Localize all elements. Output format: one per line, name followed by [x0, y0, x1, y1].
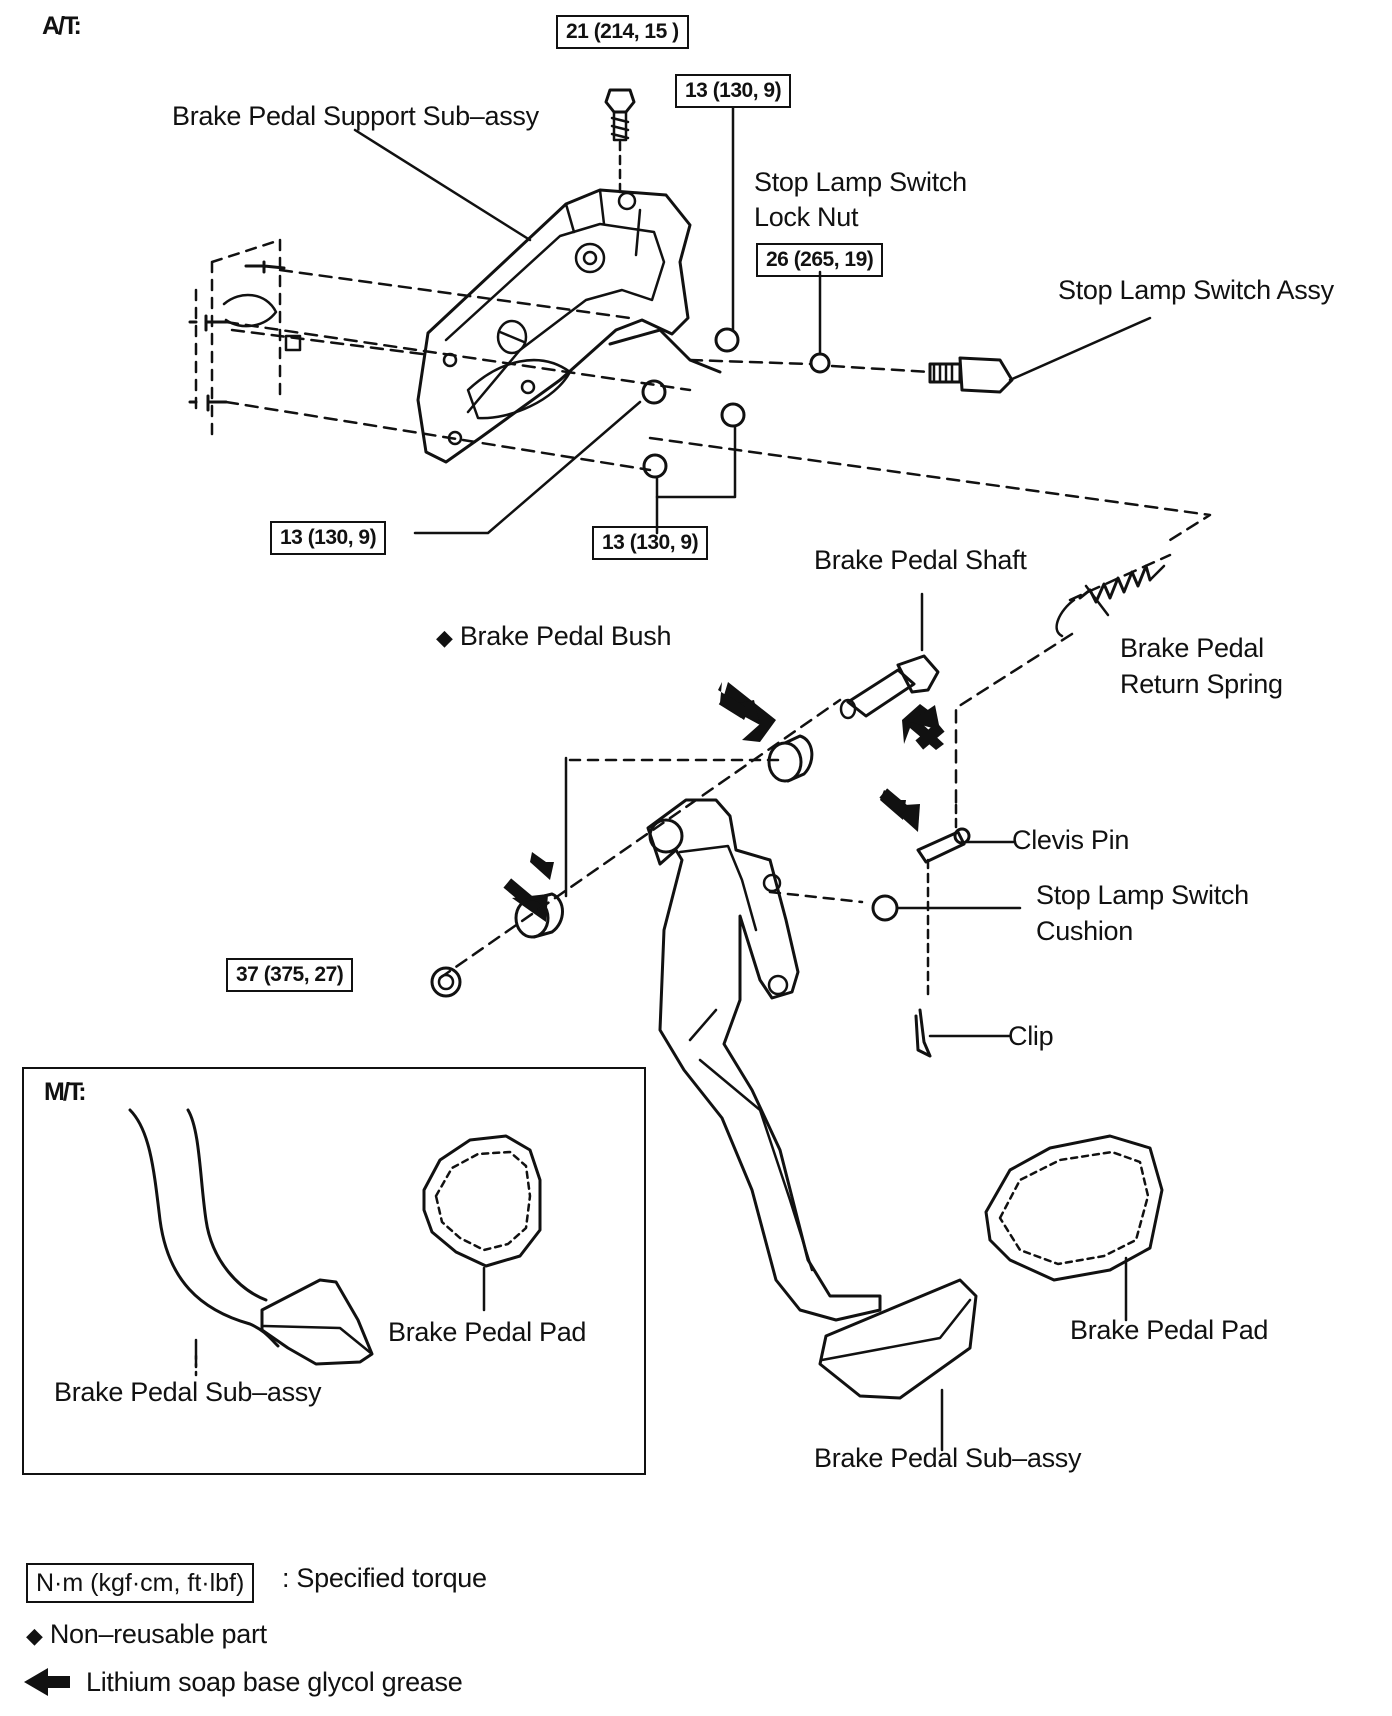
label-stop-lamp-switch-assy: Stop Lamp Switch Assy: [1058, 275, 1334, 305]
firewall-studs: [188, 238, 692, 472]
legend-grease-arrow-icon: [24, 1668, 70, 1696]
torque-box-lower-nut-left: 13 (130, 9): [270, 521, 387, 555]
mt-pad: [422, 1134, 542, 1312]
label-brake-pedal-shaft: Brake Pedal Shaft: [814, 545, 1027, 575]
mt-section-title: M/T:: [44, 1078, 87, 1106]
stop-lamp-switch: [688, 316, 1152, 394]
bushes: [430, 698, 842, 998]
at-section-title: A/T:: [42, 12, 82, 40]
upper-leaders: [413, 106, 1212, 542]
legend-grease-text: Lithium soap base glycol grease: [86, 1667, 463, 1697]
label-brake-pedal-bush: ◆ Brake Pedal Bush: [436, 618, 671, 656]
legend-diamond-icon: ◆: [26, 1623, 43, 1648]
torque-box-lower-nut-right: 13 (130, 9): [592, 526, 709, 560]
pedal-support-bracket: [416, 188, 722, 464]
top-bolt: [604, 88, 636, 194]
label-mt-pedal-sub-assy: Brake Pedal Sub–assy: [54, 1377, 322, 1407]
legend-non-reusable-text: Non–reusable part: [49, 1619, 267, 1649]
label-at-pedal-pad: Brake Pedal Pad: [1070, 1315, 1269, 1345]
label-mt-pedal-pad: Brake Pedal Pad: [388, 1317, 587, 1347]
label-brake-pedal-bush-text: Brake Pedal Bush: [459, 621, 672, 651]
brake-pedal-shaft: [839, 592, 940, 720]
torque-box-shaft-nut: 37 (375, 27): [226, 958, 354, 992]
return-spring: [954, 553, 1172, 807]
clevis-cushion-clip: [768, 803, 1022, 1058]
support-leader: [353, 128, 532, 242]
legend-torque-text: : Specified torque: [282, 1563, 487, 1593]
label-cushion-line1: Stop Lamp Switch: [1036, 880, 1249, 910]
label-pedal-support: Brake Pedal Support Sub–assy: [172, 101, 539, 131]
mt-inset-box: [22, 1067, 646, 1475]
legend-non-reusable: ◆ Non–reusable part: [26, 1616, 267, 1654]
torque-box-top-bolt: 21 (214, 15 ): [556, 15, 689, 49]
label-return-spring-line1: Brake Pedal: [1120, 633, 1264, 663]
mt-brake-pedal: [128, 1108, 374, 1378]
at-pad: [984, 1134, 1164, 1322]
non-reusable-marker: ◆: [436, 625, 453, 650]
nuts: [641, 327, 831, 479]
at-brake-pedal: [646, 798, 978, 1452]
torque-box-lock-nut: 26 (265, 19): [756, 243, 884, 277]
label-at-pedal-sub-assy: Brake Pedal Sub–assy: [814, 1443, 1082, 1473]
label-return-spring-line2: Return Spring: [1120, 669, 1283, 699]
label-clevis-pin: Clevis Pin: [1012, 825, 1130, 855]
label-lock-nut-line2: Lock Nut: [754, 202, 859, 232]
label-clip: Clip: [1008, 1021, 1054, 1051]
label-cushion-line2: Cushion: [1036, 916, 1133, 946]
label-lock-nut-line1: Stop Lamp Switch: [754, 167, 967, 197]
legend-torque-unit-box: N·m (kgf·cm, ft·lbf): [26, 1563, 255, 1603]
torque-box-bracket-nut: 13 (130, 9): [675, 74, 792, 108]
